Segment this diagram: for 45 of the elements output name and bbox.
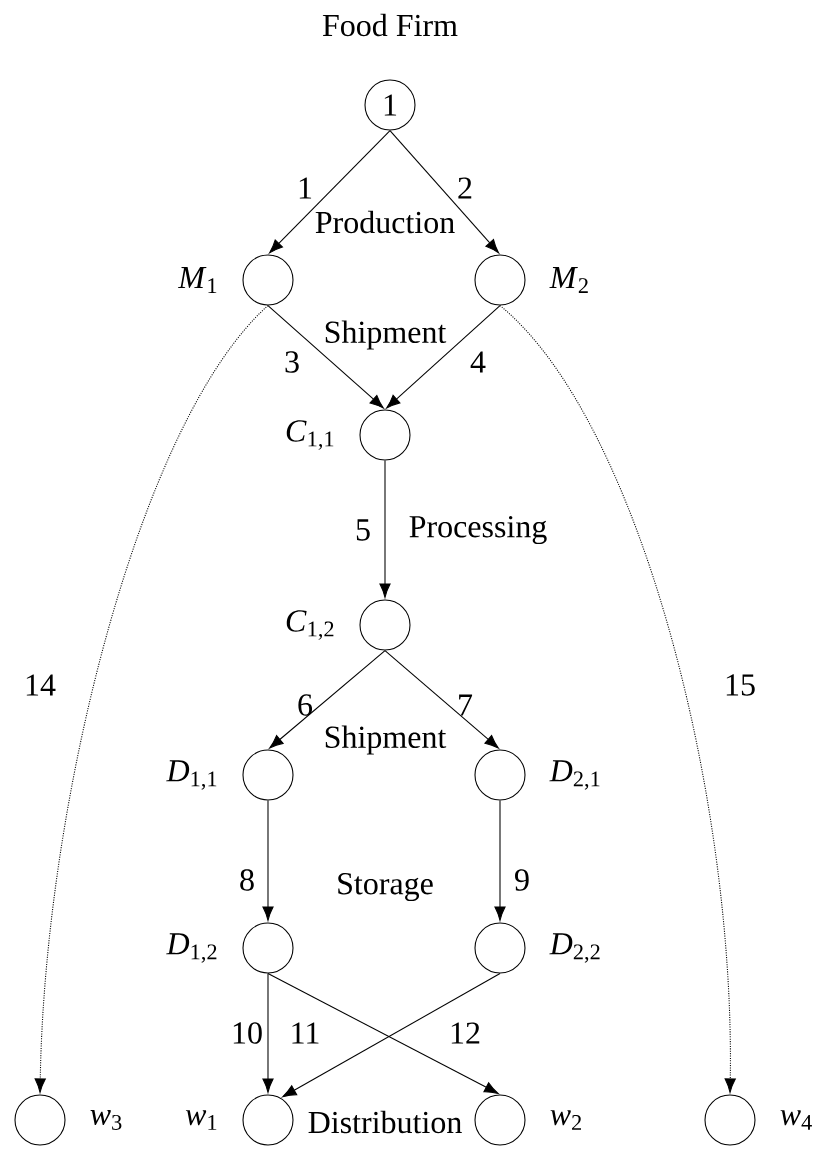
arrow — [267, 305, 384, 409]
arrow — [384, 650, 499, 749]
arrow — [34, 305, 269, 1093]
edge-label: 2 — [458, 177, 472, 199]
node-label: w$_{3}$ — [90, 1110, 122, 1130]
stage-label: Storage — [338, 872, 433, 902]
node-label: w$_{4}$ — [780, 1110, 812, 1130]
edge-label: 6 — [298, 694, 313, 716]
stage-label: Distribution — [308, 1110, 462, 1134]
node-label: C$_{1,1}$ — [286, 420, 334, 450]
arrow — [499, 305, 736, 1093]
edge-label: 5 — [356, 519, 370, 541]
arrow — [379, 460, 391, 598]
arrow — [494, 800, 506, 921]
edge-label: 3 — [285, 351, 299, 373]
node-label: M$_{1}$ — [177, 267, 217, 293]
stage-label: Production — [315, 210, 455, 234]
node-label: w$_{1}$ — [185, 1110, 217, 1130]
node-label: C$_{1,2}$ — [286, 610, 334, 640]
arrow — [262, 973, 274, 1093]
stage-label: Shipment — [325, 320, 447, 350]
node-label: D$_{1,1}$ — [166, 760, 217, 790]
title: Food Firm — [322, 13, 458, 37]
edge-label: 4 — [470, 351, 486, 373]
edge-label: 8 — [240, 869, 254, 891]
arrow — [262, 800, 274, 921]
edge-label: 15 — [726, 674, 755, 696]
edge-label: 12 — [451, 1022, 480, 1044]
arrow — [386, 305, 501, 409]
edge-label: 1 — [299, 177, 312, 199]
node-label: D$_{2,1}$ — [549, 760, 600, 790]
arrow — [389, 130, 500, 254]
stage-label: Shipment — [325, 725, 447, 755]
arrow — [269, 130, 391, 254]
node-label: D$_{1,2}$ — [166, 933, 217, 963]
edge-label: 11 — [292, 1022, 319, 1044]
edge-label: 7 — [459, 694, 473, 716]
edge-label: 9 — [515, 869, 529, 891]
stage-label: Processing — [409, 515, 547, 545]
node-label: w$_{2}$ — [550, 1110, 581, 1130]
node-label: M$_{2}$ — [549, 267, 588, 293]
node-label: D$_{2,2}$ — [549, 933, 600, 963]
arrow — [269, 650, 386, 749]
edge-label: 10 — [233, 1022, 262, 1044]
edge-label: 14 — [26, 674, 56, 696]
